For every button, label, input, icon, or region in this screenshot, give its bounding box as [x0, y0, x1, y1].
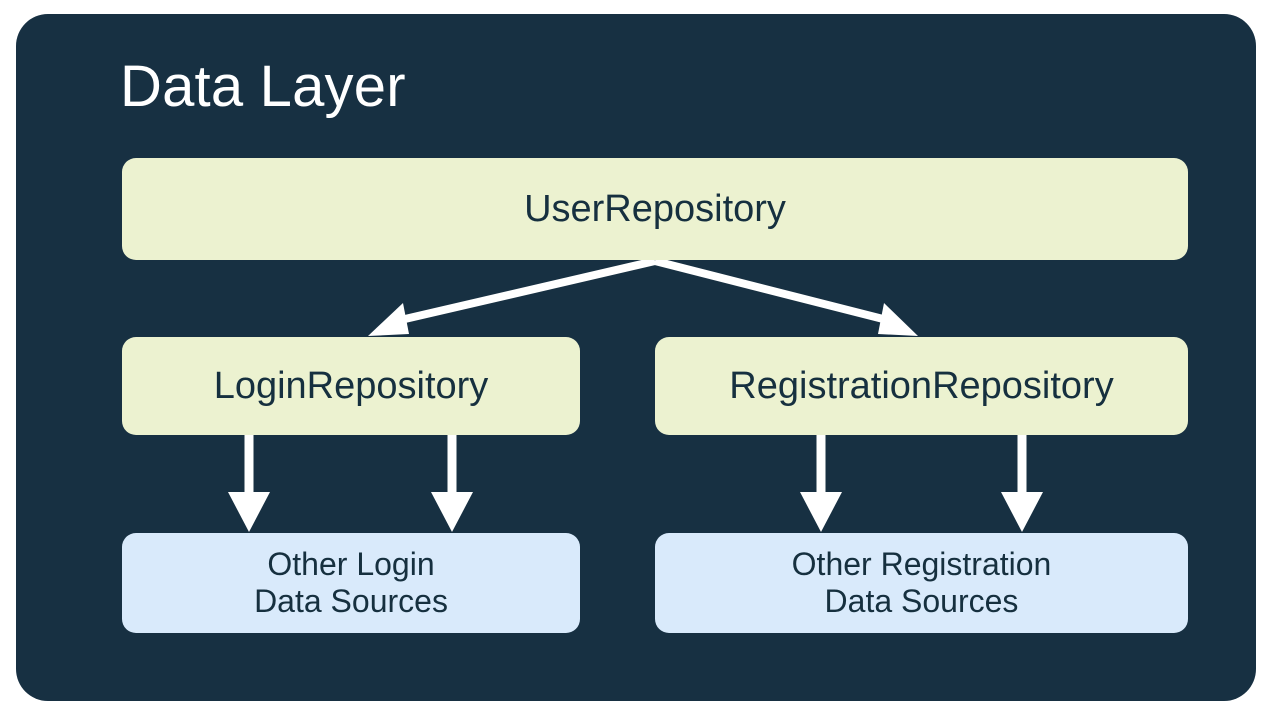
- node-other-registration-data-sources[interactable]: Other Registration Data Sources: [655, 533, 1188, 633]
- node-registration-repository[interactable]: RegistrationRepository: [655, 337, 1188, 435]
- node-other-login-data-sources[interactable]: Other Login Data Sources: [122, 533, 580, 633]
- node-label: Other Registration Data Sources: [791, 545, 1052, 619]
- node-login-repository[interactable]: LoginRepository: [122, 337, 580, 435]
- node-label: RegistrationRepository: [729, 364, 1114, 407]
- node-label: UserRepository: [524, 187, 786, 230]
- node-label: Other Login Data Sources: [254, 545, 448, 619]
- page-title: Data Layer: [120, 54, 406, 119]
- node-label: LoginRepository: [213, 364, 489, 407]
- node-user-repository[interactable]: UserRepository: [122, 158, 1188, 260]
